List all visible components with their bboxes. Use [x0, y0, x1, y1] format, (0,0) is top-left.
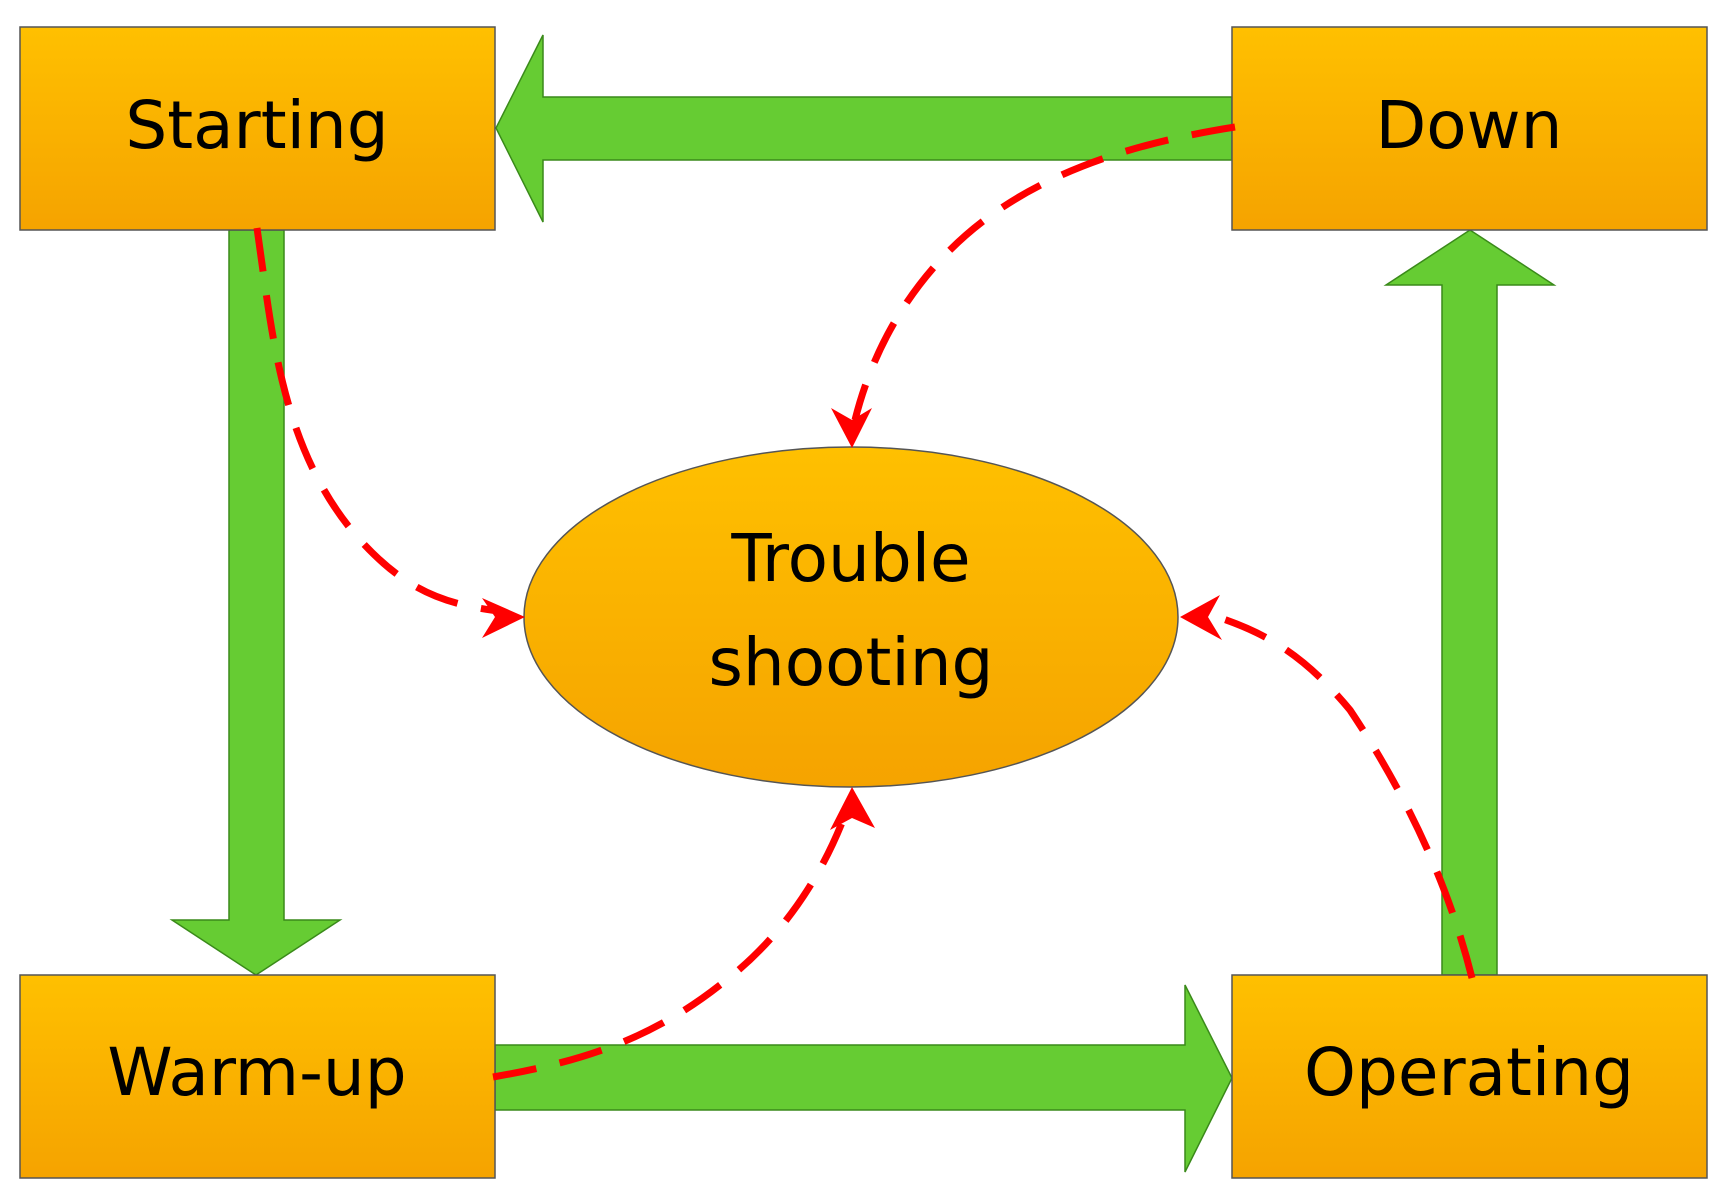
trouble-path-operating: [1203, 609, 1476, 979]
node-operating-label: Operating: [1304, 1034, 1634, 1111]
node-starting: Starting: [19, 26, 496, 231]
trouble-arrowhead-down: [831, 408, 872, 448]
node-troubleshooting-line2: shooting: [709, 624, 994, 701]
flow-arrow-starting-to-warmup: [169, 229, 343, 976]
trouble-arrowhead-starting: [482, 598, 525, 638]
node-down-label: Down: [1375, 87, 1562, 164]
trouble-path-warmup: [492, 813, 849, 1081]
node-warmup: Warm-up: [19, 974, 496, 1179]
trouble-path-down: [851, 123, 1236, 421]
node-troubleshooting: Trouble shooting: [523, 446, 1179, 788]
trouble-path-starting: [253, 227, 506, 616]
node-troubleshooting-line1: Trouble: [730, 520, 970, 597]
node-warmup-label: Warm-up: [107, 1034, 406, 1111]
flow-arrow-down-to-starting: [495, 34, 1233, 223]
node-starting-label: Starting: [125, 87, 388, 164]
trouble-arrowhead-warmup: [830, 787, 875, 830]
node-down: Down: [1231, 26, 1708, 231]
flow-arrow-warmup-to-operating: [494, 984, 1233, 1173]
trouble-arrowhead-operating: [1180, 595, 1222, 640]
flow-arrow-operating-to-down: [1383, 229, 1557, 976]
node-operating: Operating: [1231, 974, 1708, 1179]
